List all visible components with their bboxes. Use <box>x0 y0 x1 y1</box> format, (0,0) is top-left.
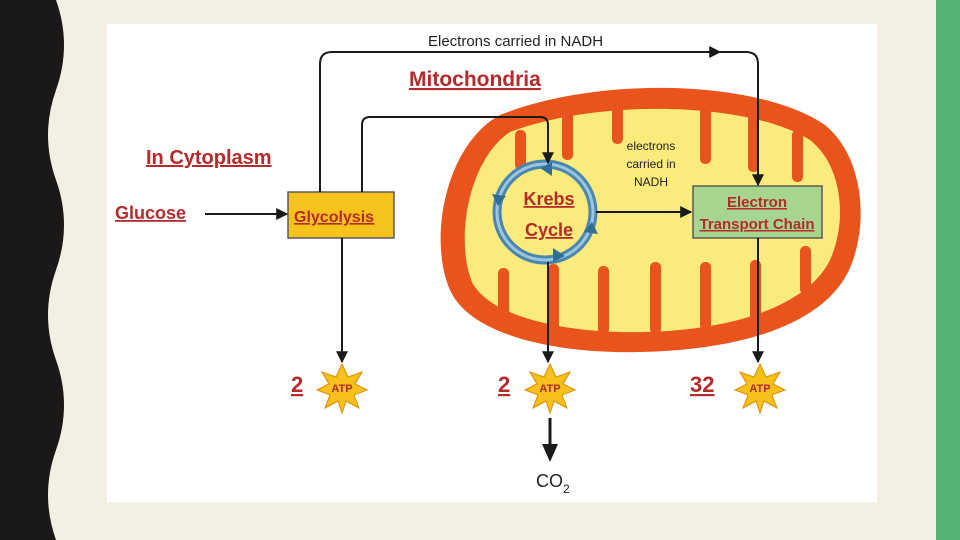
co2-base: CO <box>536 471 563 491</box>
atp-star-icon <box>523 362 577 415</box>
atp-star-icon <box>733 362 787 415</box>
atp-yield-krebs: 2 <box>498 372 510 397</box>
atp-word-3: ATP <box>749 383 770 395</box>
co2-arrowhead <box>542 444 558 462</box>
mitochondria-label: Mitochondria <box>409 68 541 91</box>
electron-transport-chain-box <box>692 185 823 239</box>
right-accent-bar <box>936 0 960 540</box>
flow-arrow-icon <box>205 46 764 364</box>
glycolysis-label: Glycolysis <box>294 209 374 226</box>
glucose-label: Glucose <box>115 203 186 223</box>
atp-yield-etc: 32 <box>690 372 714 397</box>
krebs-label-line1: Krebs <box>523 189 574 209</box>
atp-word-2: ATP <box>539 383 560 395</box>
left-wave-border <box>0 0 64 540</box>
krebs-label-line2: Cycle <box>525 220 573 240</box>
top-nadh-label: Electrons carried in NADH <box>428 33 603 50</box>
inner-note-line2: carried in <box>626 157 675 171</box>
co2-subscript: 2 <box>563 482 570 496</box>
etc-label-line1: Electron <box>727 194 787 211</box>
co2-label: CO2 <box>536 471 570 496</box>
atp-yield-glycolysis: 2 <box>291 372 303 397</box>
atp-word-1: ATP <box>331 383 352 395</box>
cytoplasm-label: In Cytoplasm <box>146 147 272 169</box>
atp-star-icon <box>315 362 369 415</box>
inner-note-line1: electrons <box>627 139 676 153</box>
glycolysis-box <box>287 191 395 239</box>
cristae-folds <box>498 104 811 334</box>
etc-label-line2: Transport Chain <box>699 216 814 233</box>
inner-note-line3: NADH <box>634 175 668 189</box>
